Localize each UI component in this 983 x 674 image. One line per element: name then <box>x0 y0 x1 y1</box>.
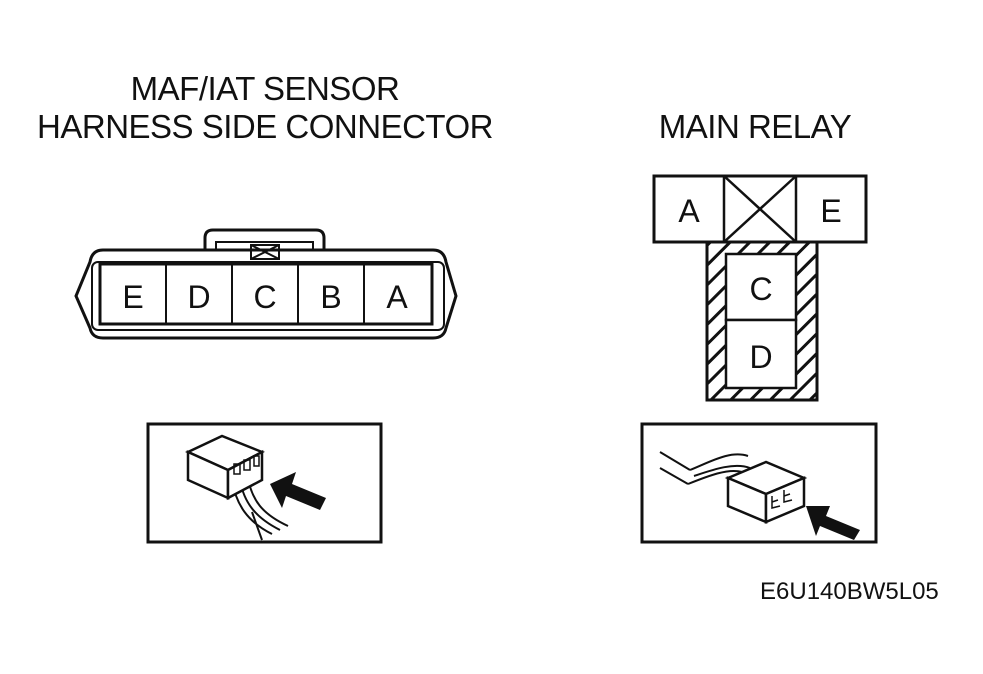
pin-d-label: D <box>187 279 210 315</box>
figure-code: E6U140BW5L05 <box>760 578 939 605</box>
main-relay-pins: A E C D <box>678 193 841 375</box>
pin-e-label: E <box>122 279 143 315</box>
relay-pin-c-label: C <box>749 271 772 307</box>
pin-a-label: A <box>386 279 408 315</box>
relay-pin-d-label: D <box>749 339 772 375</box>
relay-pin-a-label: A <box>678 193 700 229</box>
pin-c-label: C <box>253 279 276 315</box>
maf-iat-pins: E D C B A <box>122 279 408 315</box>
maf-iat-connector-title: MAF/IAT SENSOR HARNESS SIDE CONNECTOR <box>20 70 510 146</box>
maf-iat-connector-face <box>74 228 458 340</box>
title-line-1: MAF/IAT SENSOR <box>130 70 400 107</box>
title-line-2: HARNESS SIDE CONNECTOR <box>37 108 493 145</box>
harness-connector-probe-icon <box>146 422 383 544</box>
main-relay-title: MAIN RELAY <box>658 108 852 145</box>
pin-b-label: B <box>320 279 341 315</box>
relay-connector-probe-icon <box>640 422 878 544</box>
relay-pin-e-label: E <box>820 193 841 229</box>
unused-pin-x-icon <box>723 175 797 243</box>
main-relay-face <box>652 174 868 402</box>
latch-x-icon <box>250 244 280 260</box>
